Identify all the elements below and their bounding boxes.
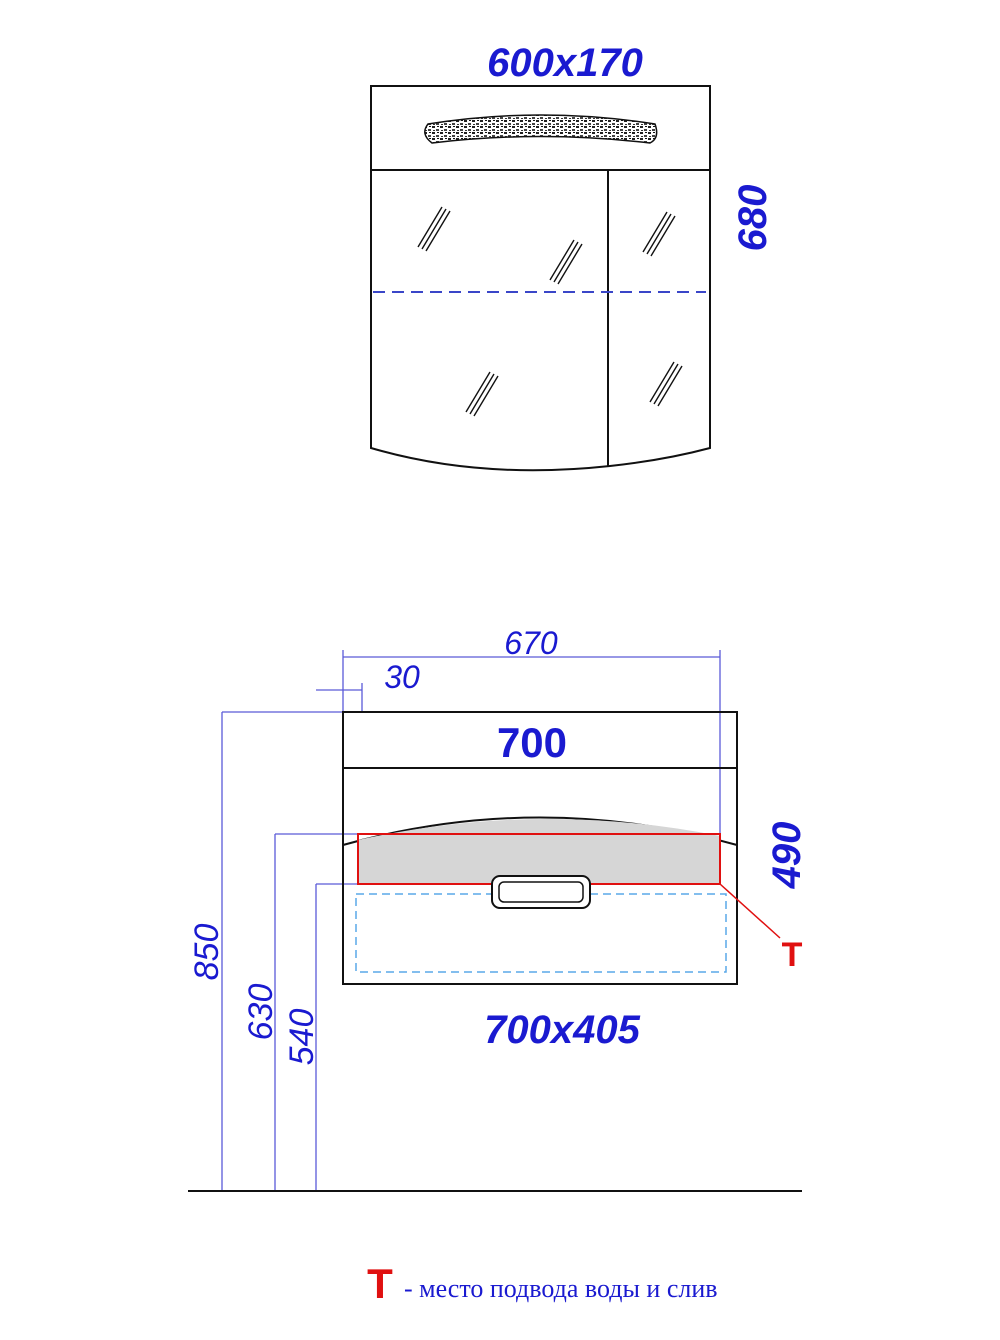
pipe-zone: [358, 818, 720, 884]
mirror-cabinet: 600x170 680: [370, 41, 775, 472]
countertop-700-label: 700: [497, 719, 567, 766]
mirror-lamp: [424, 114, 658, 144]
drawer-handle-inner: [498, 881, 584, 903]
cabinet-size-label: 700x405: [484, 1008, 640, 1052]
width-670-label: 670: [504, 625, 558, 661]
drawer-handle: [491, 875, 591, 909]
mirror-height-label: 680: [731, 185, 775, 252]
mirror-size-label: 600x170: [487, 41, 643, 85]
legend: Т - место подвода воды и слив: [367, 1260, 717, 1307]
vanity-cabinet: Т 670 30 700 490 700x405 850 630 540: [188, 625, 809, 1192]
offset-30-label: 30: [384, 659, 420, 695]
marker-t-label: Т: [782, 936, 803, 974]
cabinet-body: [342, 767, 738, 985]
mirror-body-outline: [370, 169, 711, 472]
marker-leader: [719, 883, 781, 939]
mirror-reflection-marks: [417, 206, 683, 417]
legend-marker: Т: [367, 1260, 393, 1307]
height-490-label: 490: [765, 822, 809, 890]
dimension-lines: [221, 650, 721, 1190]
height-540-label: 540: [283, 1009, 321, 1066]
height-630-label: 630: [242, 984, 280, 1041]
legend-text: - место подвода воды и слив: [404, 1274, 718, 1303]
height-850-label: 850: [188, 924, 226, 981]
